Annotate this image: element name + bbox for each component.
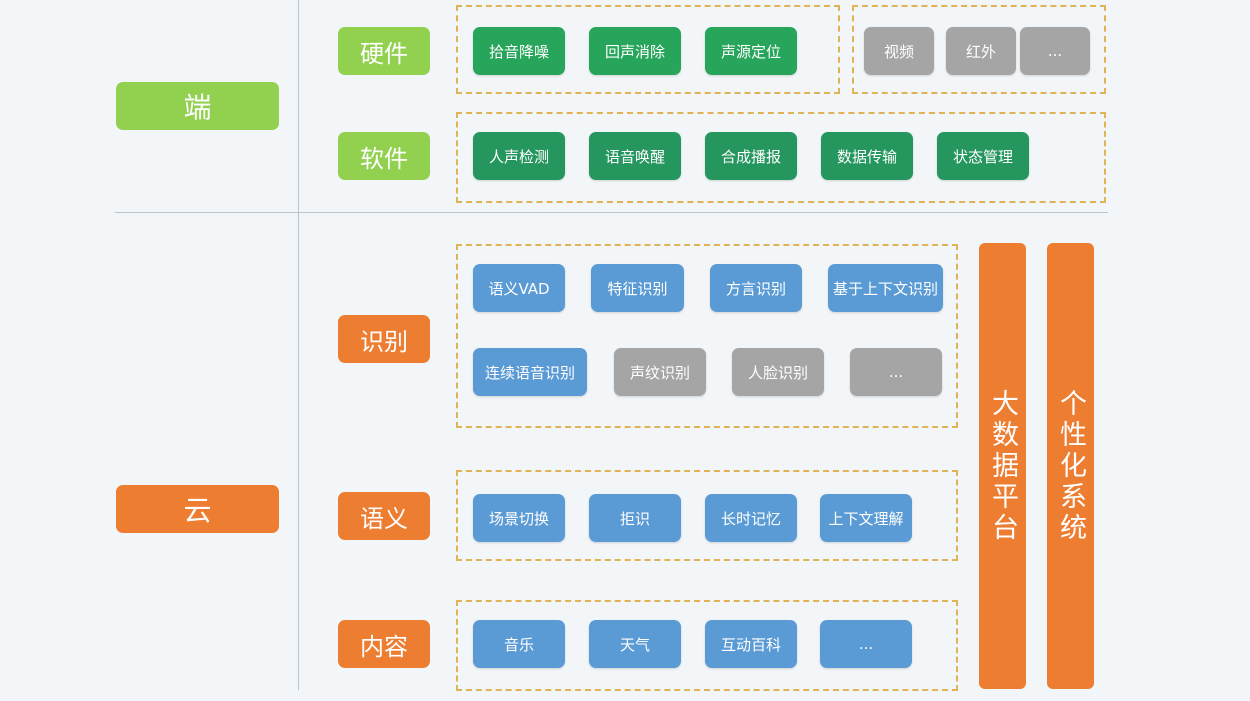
chip-hardware-3: 声源定位 [705,27,797,75]
horizontal-divider [115,212,1108,213]
chip-recognition-4: 基于上下文识别 [828,264,943,312]
chip-recognition-1: 语义VAD [473,264,565,312]
chip-recognition-7: 人脸识别 [732,348,824,396]
chip-software-3: 合成播报 [705,132,797,180]
hardware-label: 硬件 [338,27,430,75]
chip-content-2: 天气 [589,620,681,668]
chip-content-4: ... [820,620,912,668]
chip-content-1: 音乐 [473,620,565,668]
software-label: 软件 [338,132,430,180]
software-group [456,112,1106,203]
big-data-platform-pillar: 大数据平台 [979,243,1026,689]
hardware-group [456,5,840,94]
duan-label: 端 [116,82,279,130]
chip-semantics-3: 长时记忆 [705,494,797,542]
chip-semantics-1: 场景切换 [473,494,565,542]
chip-recognition-3: 方言识别 [710,264,802,312]
chip-recognition-6: 声纹识别 [614,348,706,396]
chip-hardware-2: 回声消除 [589,27,681,75]
chip-software-4: 数据传输 [821,132,913,180]
chip-software-2: 语音唤醒 [589,132,681,180]
recognition-group [456,244,958,428]
chip-content-3: 互动百科 [705,620,797,668]
semantics-group [456,470,958,561]
personalization-pillar: 个性化系统 [1047,243,1094,689]
chip-hardware-extra-1: 视频 [864,27,934,75]
semantics-label: 语义 [338,492,430,540]
chip-software-1: 人声检测 [473,132,565,180]
content-label: 内容 [338,620,430,668]
vertical-divider [298,0,299,690]
chip-hardware-extra-2: 红外 [946,27,1016,75]
personalization-label: 个性化系统 [1055,388,1086,544]
big-data-platform-label: 大数据平台 [987,388,1018,544]
chip-hardware-extra-3: ... [1020,27,1090,75]
chip-recognition-2: 特征识别 [591,264,684,312]
content-group [456,600,958,691]
chip-semantics-2: 拒识 [589,494,681,542]
recognition-label: 识别 [338,315,430,363]
yun-label: 云 [116,485,279,533]
hardware-extra-group [852,5,1106,94]
chip-semantics-4: 上下文理解 [820,494,912,542]
chip-hardware-1: 拾音降噪 [473,27,565,75]
chip-recognition-8: ... [850,348,942,396]
chip-recognition-5: 连续语音识别 [473,348,587,396]
chip-software-5: 状态管理 [937,132,1029,180]
